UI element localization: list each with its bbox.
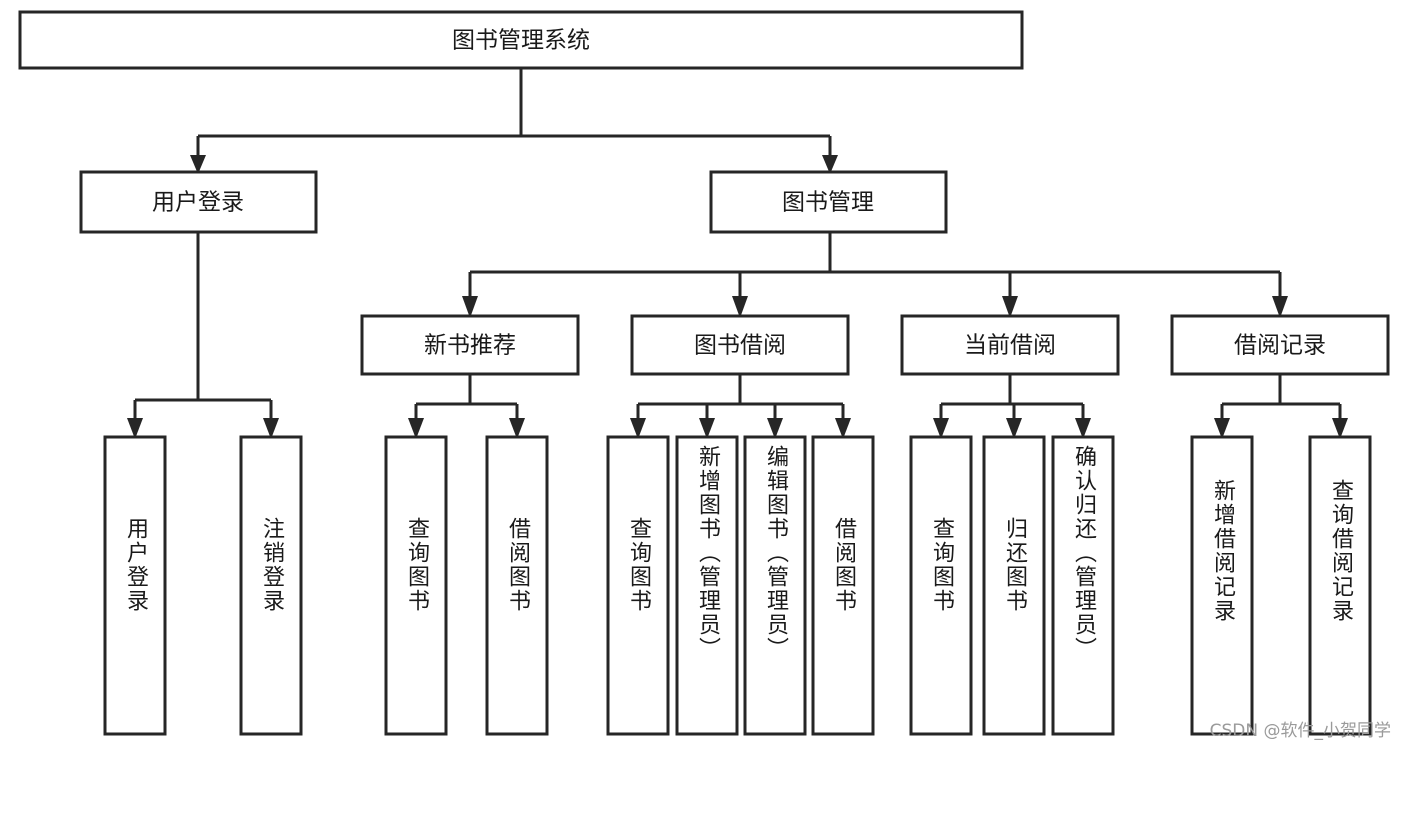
- node-leaf-add-borrow-record-box[interactable]: [1190, 435, 1254, 736]
- flowchart-diagram: 图书管理系统 用户登录 图书管理 新书推荐 图书借阅: [18, 10, 1391, 741]
- arrow-head-leaf-user-logout: [263, 418, 279, 439]
- arrow-head-user-login: [190, 155, 206, 174]
- node-book-borrow-box[interactable]: [630, 314, 850, 376]
- arrow-head-book-borrow: [732, 296, 748, 318]
- node-new-book-recommend-box[interactable]: [360, 314, 580, 376]
- arrow-head-add-borrow-record: [1214, 418, 1230, 439]
- node-layer: 图书管理系统 用户登录 图书管理 新书推荐 图书借阅: [18, 10, 1390, 736]
- node-new-book-recommend[interactable]: 新书推荐: [360, 314, 580, 376]
- flowchart-canvas: 图书管理系统 用户登录 图书管理 新书推荐 图书借阅: [18, 10, 1390, 736]
- node-leaf-confirm-return-admin-box[interactable]: [1051, 435, 1115, 736]
- arrow-head-confirm-return-admin: [1075, 418, 1091, 439]
- node-root-box[interactable]: [18, 10, 1024, 70]
- node-leaf-query-borrow-record-box[interactable]: [1308, 435, 1372, 736]
- arrow-head-edit-book-admin: [767, 418, 783, 439]
- arrow-head-add-book-admin: [699, 418, 715, 439]
- node-leaf-borrow-book-box[interactable]: [811, 435, 875, 736]
- arrow-head-new-book-recommend: [462, 296, 478, 318]
- arrow-head-borrow-book-rec: [509, 418, 525, 439]
- node-book-borrow-label: 图书借阅: [694, 333, 786, 359]
- arrow-head-query-book-current: [933, 418, 949, 439]
- node-book-manage[interactable]: 图书管理: [709, 170, 948, 234]
- node-leaf-user-logout-box[interactable]: [239, 435, 303, 736]
- node-book-manage-box[interactable]: [709, 170, 948, 234]
- arrow-head-borrow-book: [835, 418, 851, 439]
- arrow-head-query-borrow-record: [1332, 418, 1348, 439]
- arrow-head-query-book-borrow: [630, 418, 646, 439]
- node-leaf-query-book-rec-box[interactable]: [384, 435, 448, 736]
- node-leaf-borrow-book-rec-box[interactable]: [485, 435, 549, 736]
- node-leaf-query-book-borrow-box[interactable]: [606, 435, 670, 736]
- node-borrow-record-label: 借阅记录: [1234, 333, 1326, 359]
- node-user-login-box[interactable]: [79, 170, 318, 234]
- arrow-head-current-borrow: [1002, 296, 1018, 318]
- node-user-login[interactable]: 用户登录: [79, 170, 318, 234]
- node-leaf-return-book-box[interactable]: [982, 435, 1046, 736]
- node-leaf-edit-book-admin-box[interactable]: [743, 435, 807, 736]
- connector-layer: [127, 68, 1348, 439]
- arrow-head-query-book-rec: [408, 418, 424, 439]
- node-leaf-query-book-current-box[interactable]: [909, 435, 973, 736]
- node-current-borrow-box[interactable]: [900, 314, 1120, 376]
- node-book-borrow[interactable]: 图书借阅: [630, 314, 850, 376]
- node-user-login-label: 用户登录: [152, 190, 244, 216]
- node-new-book-recommend-label: 新书推荐: [424, 333, 516, 359]
- node-current-borrow[interactable]: 当前借阅: [900, 314, 1120, 376]
- node-root[interactable]: 图书管理系统: [18, 10, 1024, 70]
- arrow-head-leaf-user-login: [127, 418, 143, 439]
- node-borrow-record[interactable]: 借阅记录: [1170, 314, 1390, 376]
- node-leaf-user-login-box[interactable]: [103, 435, 167, 736]
- node-root-label: 图书管理系统: [452, 28, 590, 54]
- arrow-head-return-book: [1006, 418, 1022, 439]
- node-book-manage-label: 图书管理: [782, 190, 874, 216]
- node-leaf-add-book-admin-box[interactable]: [675, 435, 739, 736]
- node-current-borrow-label: 当前借阅: [964, 333, 1056, 359]
- node-borrow-record-box[interactable]: [1170, 314, 1390, 376]
- arrow-head-borrow-record: [1272, 296, 1288, 318]
- arrow-head-book-manage: [822, 155, 838, 174]
